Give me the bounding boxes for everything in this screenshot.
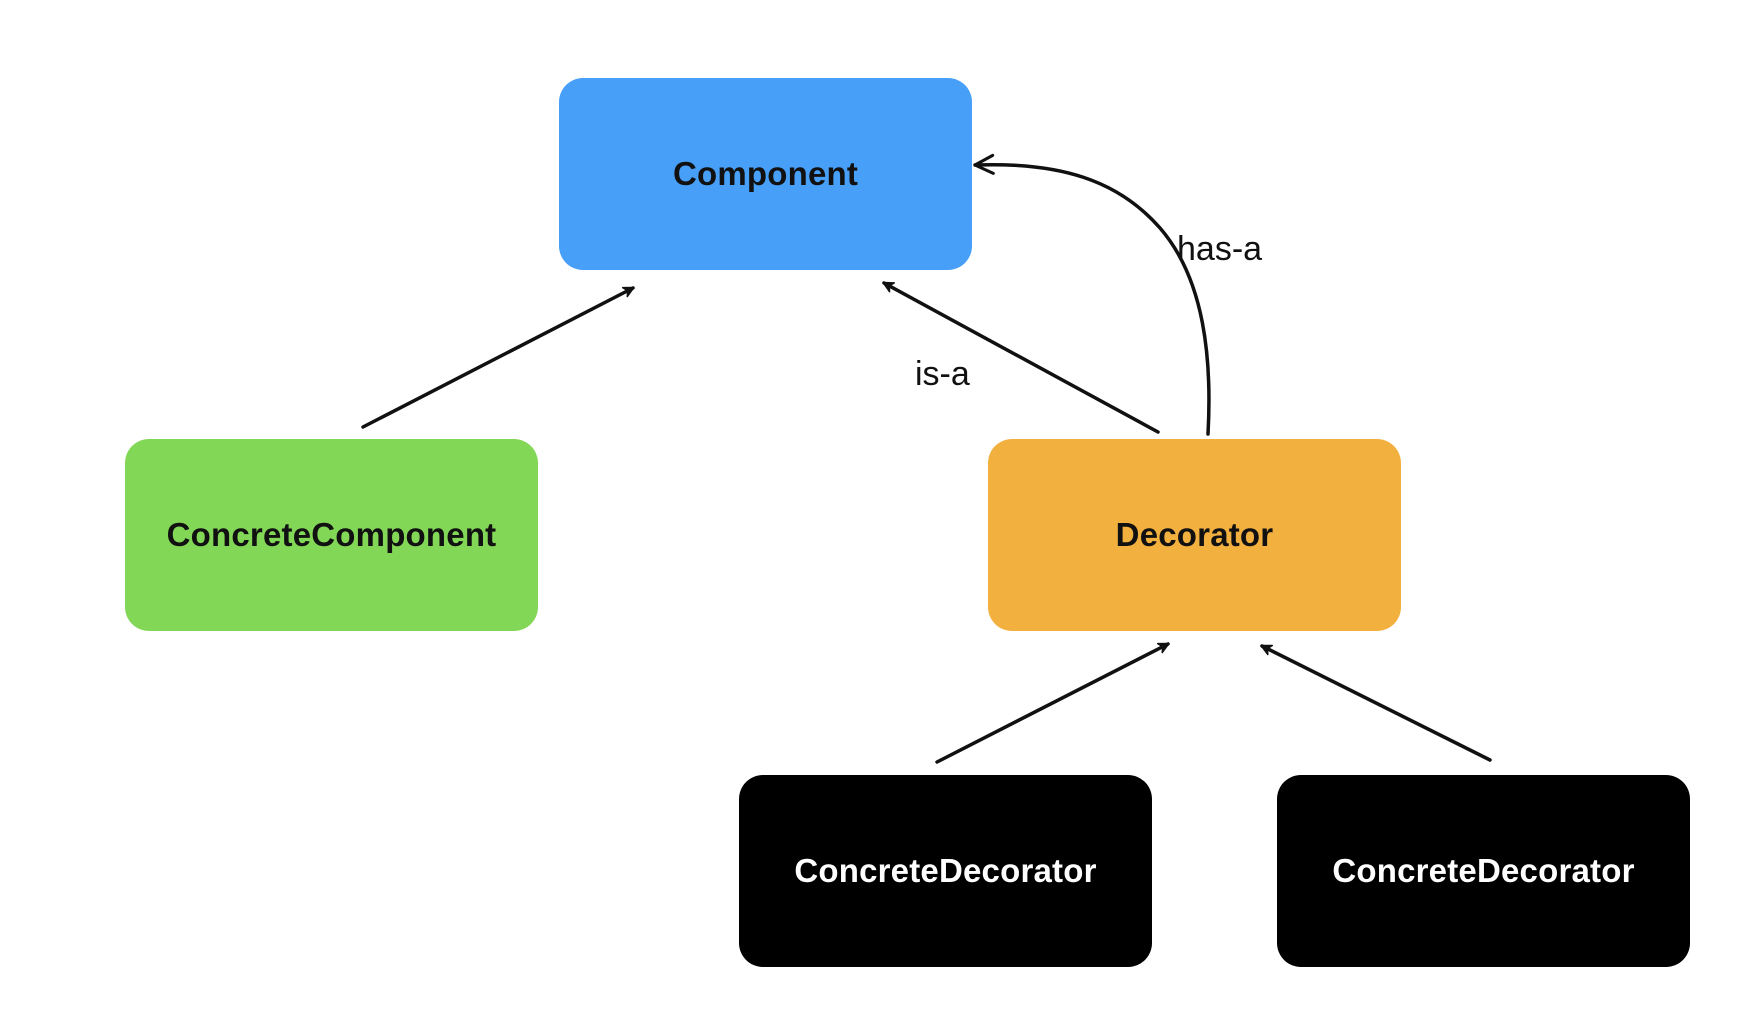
component-label: Component — [672, 155, 859, 192]
is-a-label: is-a — [915, 355, 970, 393]
concrete-decorator-node-2: ConcreteDecorator — [1277, 775, 1690, 967]
arrow-concrete-decorator-2-to-decorator — [1260, 644, 1492, 762]
decorator-label: Decorator — [1115, 516, 1274, 553]
component-node: Component — [559, 78, 972, 270]
has-a-label: has-a — [1177, 230, 1263, 268]
concrete-component-node: ConcreteComponent — [125, 439, 538, 631]
concrete-decorator-label-2: ConcreteDecorator — [1332, 852, 1635, 889]
arrow-concrete-component-to-component — [361, 286, 635, 429]
decorator-node: Decorator — [988, 439, 1401, 631]
concrete-decorator-label-1: ConcreteDecorator — [794, 852, 1097, 889]
arrow-concrete-decorator-1-to-decorator — [935, 642, 1170, 764]
arrow-decorator-is-a-component — [882, 281, 1160, 434]
arrow-decorator-has-a-component — [973, 153, 1211, 436]
concrete-decorator-node-1: ConcreteDecorator — [739, 775, 1152, 967]
concrete-component-label: ConcreteComponent — [166, 516, 497, 553]
